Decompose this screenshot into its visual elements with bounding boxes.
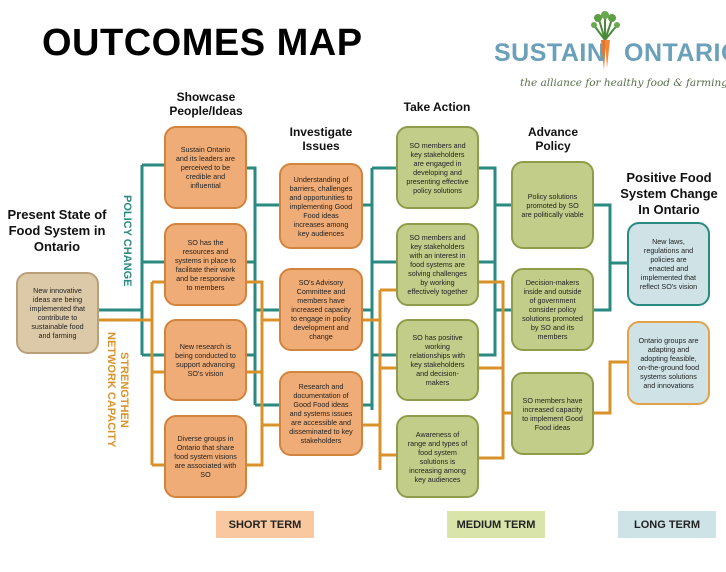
outcome-box-advance-2: Decision-makers inside and outside of go…	[511, 268, 594, 351]
outcome-box-showcase-1: Sustain Ontario and its leaders are perc…	[164, 126, 247, 209]
logo-word-ontario: ONTARIO	[624, 39, 726, 67]
outcome-box-positive-1: New laws, regulations and policies are e…	[627, 222, 710, 306]
outcome-box-present: New innovative ideas are being implement…	[16, 272, 99, 354]
heading-investigate: Investigate Issues	[289, 125, 353, 153]
outcome-box-advance-1: Policy solutions promoted by SO are poli…	[511, 161, 594, 249]
sustain-ontario-logo: SUSTAIN ONTARIO the alliance for healthy…	[492, 8, 726, 98]
outcome-box-action-1: SO members and key stakeholders are enga…	[396, 126, 479, 209]
outcome-box-showcase-4: Diverse groups in Ontario that share foo…	[164, 415, 247, 498]
outcome-box-investigate-2: SO's Advisory Committee and members have…	[279, 268, 363, 351]
long-term-label: LONG TERM	[618, 511, 716, 538]
outcome-box-action-3: SO has positive working relationships wi…	[396, 319, 479, 401]
policy-change-connectors	[98, 163, 627, 410]
carrot-icon	[591, 11, 620, 70]
heading-showcase: Showcase People/Ideas	[169, 90, 243, 118]
short-term-label: SHORT TERM	[216, 511, 314, 538]
logo-word-sustain: SUSTAIN	[494, 39, 606, 67]
outcome-box-action-4: Awareness of range and types of food sys…	[396, 415, 479, 498]
outcome-box-positive-2: Ontario groups are adapting and adopting…	[627, 321, 710, 405]
heading-take-action: Take Action	[403, 100, 471, 114]
heading-advance-policy: Advance Policy	[527, 125, 579, 153]
outcome-box-investigate-3: Research and documentation of Good Food …	[279, 371, 363, 456]
heading-positive-change: Positive Food System Change In Ontario	[620, 170, 718, 217]
page-title: OUTCOMES MAP	[42, 22, 363, 64]
outcome-box-action-2: SO members and key stakeholders with an …	[396, 223, 479, 306]
network-capacity-connectors	[98, 280, 627, 470]
logo-tagline: the alliance for healthy food & farming	[520, 77, 726, 89]
outcome-box-advance-3: SO members have increased capacity to im…	[511, 372, 594, 455]
medium-term-label: MEDIUM TERM	[447, 511, 545, 538]
outcome-box-showcase-3: New research is being conducted to suppo…	[164, 319, 247, 401]
network-capacity-label: STRENGTHEN NETWORK CAPACITY	[105, 332, 130, 448]
policy-change-label: POLICY CHANGE	[121, 195, 133, 287]
outcome-box-investigate-1: Understanding of barriers, challenges an…	[279, 163, 363, 249]
heading-present-state: Present State of Food System in Ontario	[7, 207, 107, 254]
outcome-box-showcase-2: SO has the resources and systems in plac…	[164, 223, 247, 306]
